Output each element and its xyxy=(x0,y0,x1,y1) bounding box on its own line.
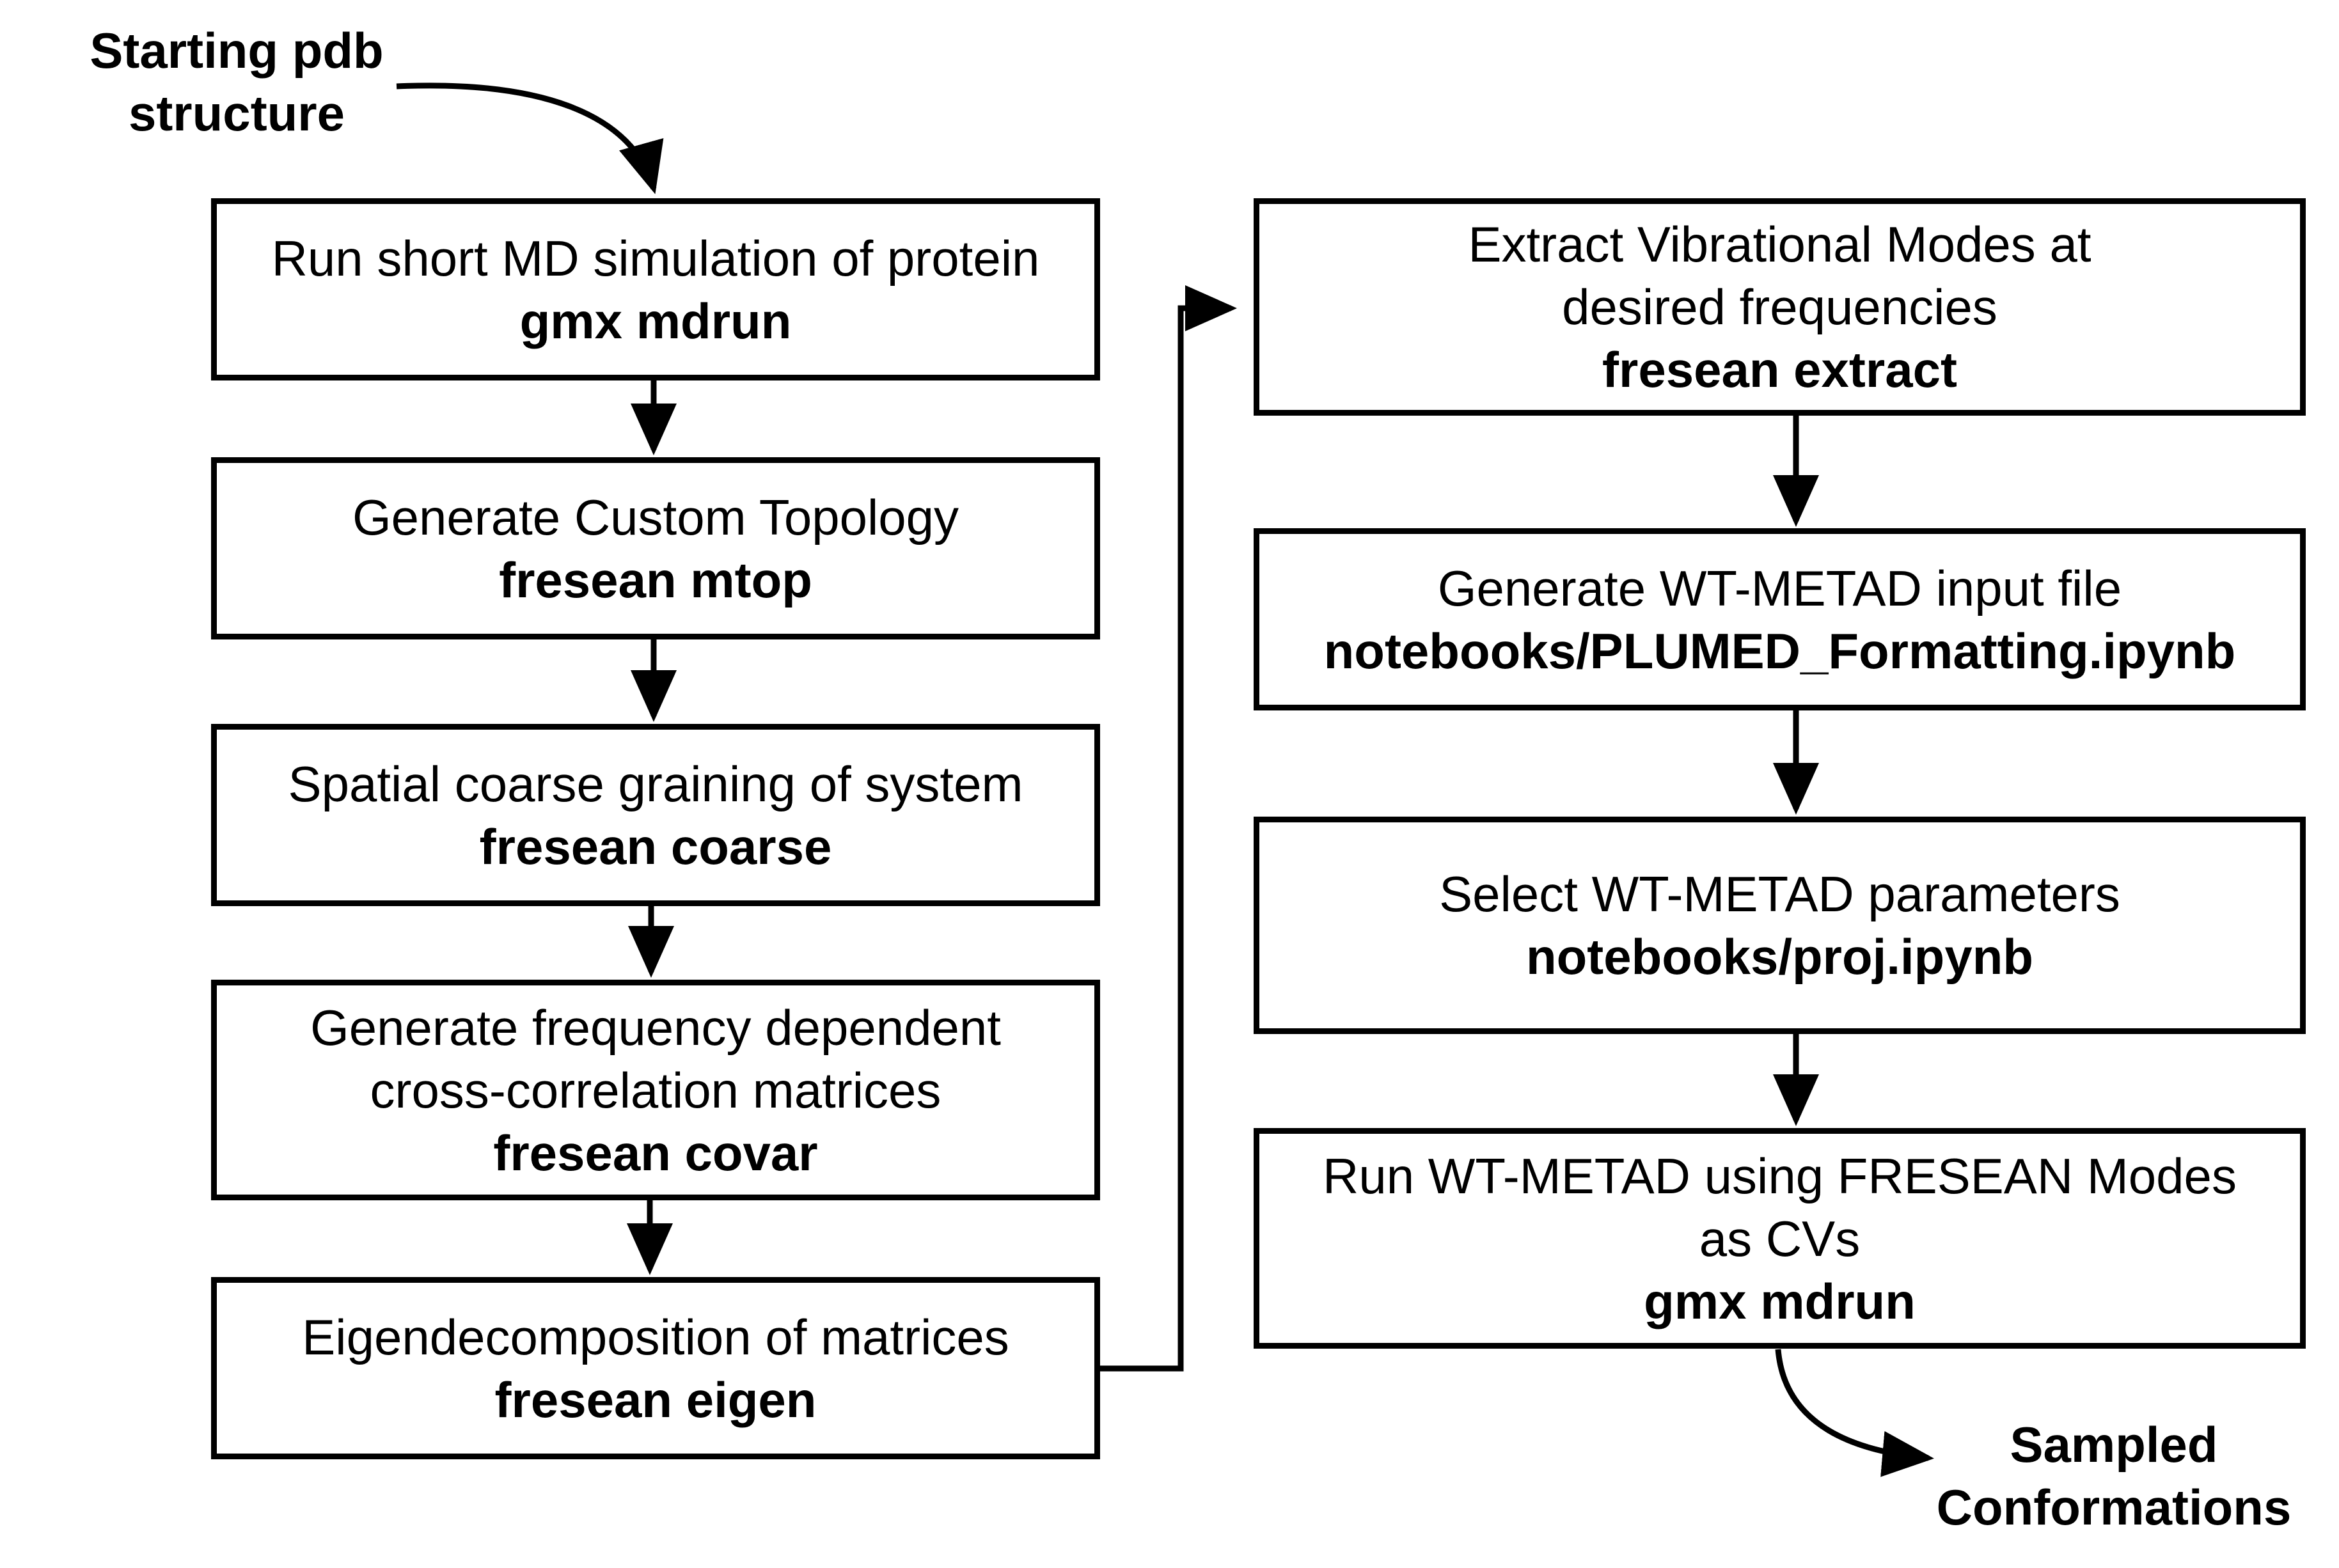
step-text-line-1: Generate frequency dependent xyxy=(310,999,1001,1056)
step-generate-metad-input: Generate WT-METAD input file notebooks/P… xyxy=(1254,528,2306,710)
step-text: Run short MD simulation of protein xyxy=(271,230,1040,286)
end-label-line-1: Sampled xyxy=(2010,1416,2218,1473)
step-command: fresean eigen xyxy=(494,1371,817,1428)
step-select-metad-parameters: Select WT-METAD parameters notebooks/pro… xyxy=(1254,817,2306,1034)
step-text: Generate Custom Topology xyxy=(352,489,959,545)
step-text-line-2: cross-correlation matrices xyxy=(370,1062,941,1118)
step-command: notebooks/proj.ipynb xyxy=(1526,929,2033,985)
start-arrow xyxy=(396,82,664,194)
step-text-line-2: as CVs xyxy=(1699,1210,1861,1267)
step-command: fresean mtop xyxy=(499,551,812,608)
step-command: fresean covar xyxy=(493,1124,818,1181)
step-text-line-2: desired frequencies xyxy=(1562,279,1997,335)
step-run-metad: Run WT-METAD using FRESEAN Modes as CVs … xyxy=(1254,1128,2306,1349)
end-arrow xyxy=(1775,1349,1934,1477)
step-eigendecomposition: Eigendecomposition of matrices fresean e… xyxy=(211,1277,1100,1459)
step-command: gmx mdrun xyxy=(1644,1273,1916,1329)
step-command: notebooks/PLUMED_Formatting.ipynb xyxy=(1323,622,2236,679)
step-command: fresean extract xyxy=(1602,341,1957,398)
step-text-line-1: Extract Vibrational Modes at xyxy=(1468,216,2091,272)
step-generate-topology: Generate Custom Topology fresean mtop xyxy=(211,457,1100,639)
end-label-line-2: Conformations xyxy=(1936,1479,2292,1535)
start-label-line-1: Starting pdb xyxy=(90,22,384,79)
step-coarse-graining: Spatial coarse graining of system fresea… xyxy=(211,724,1100,906)
step-command: fresean coarse xyxy=(479,818,832,875)
step-cross-correlation: Generate frequency dependent cross-corre… xyxy=(211,980,1100,1200)
step-extract-modes: Extract Vibrational Modes at desired fre… xyxy=(1254,198,2306,416)
arrow-left-to-right xyxy=(1098,285,1237,1372)
step-text: Eigendecomposition of matrices xyxy=(302,1308,1009,1365)
start-label: Starting pdb structure xyxy=(64,19,409,145)
step-text: Generate WT-METAD input file xyxy=(1437,560,2122,616)
step-text: Spatial coarse graining of system xyxy=(288,755,1023,812)
step-text-line-1: Run WT-METAD using FRESEAN Modes xyxy=(1323,1147,2237,1204)
step-run-short-md: Run short MD simulation of protein gmx m… xyxy=(211,198,1100,380)
step-command: gmx mdrun xyxy=(519,292,792,349)
end-label: Sampled Conformations xyxy=(1906,1413,2322,1539)
start-label-line-2: structure xyxy=(128,85,345,141)
step-text: Select WT-METAD parameters xyxy=(1439,866,2120,922)
